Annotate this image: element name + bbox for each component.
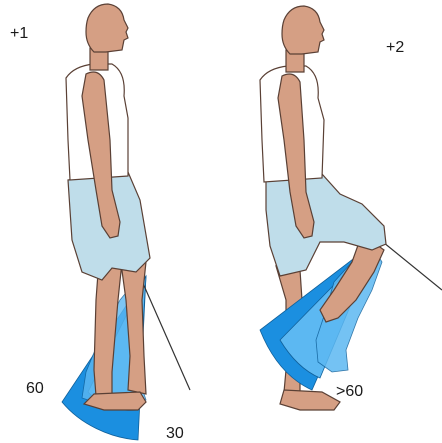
reference-line-2 — [378, 238, 442, 290]
limit-angle-label-1: 30 — [166, 425, 184, 442]
swing-angle-label-1: 60 — [26, 380, 44, 397]
head-2 — [282, 6, 324, 54]
swing-angle-label-2: >60 — [336, 383, 363, 400]
grade-label-2: +2 — [386, 39, 404, 56]
grade-label-1: +1 — [10, 25, 28, 42]
reference-line-1 — [138, 272, 190, 390]
foot-back-2 — [280, 390, 340, 410]
figure-grade-1 — [62, 4, 190, 440]
head-1 — [86, 4, 128, 52]
figure-grade-2 — [260, 6, 442, 410]
foot-1 — [84, 392, 146, 410]
